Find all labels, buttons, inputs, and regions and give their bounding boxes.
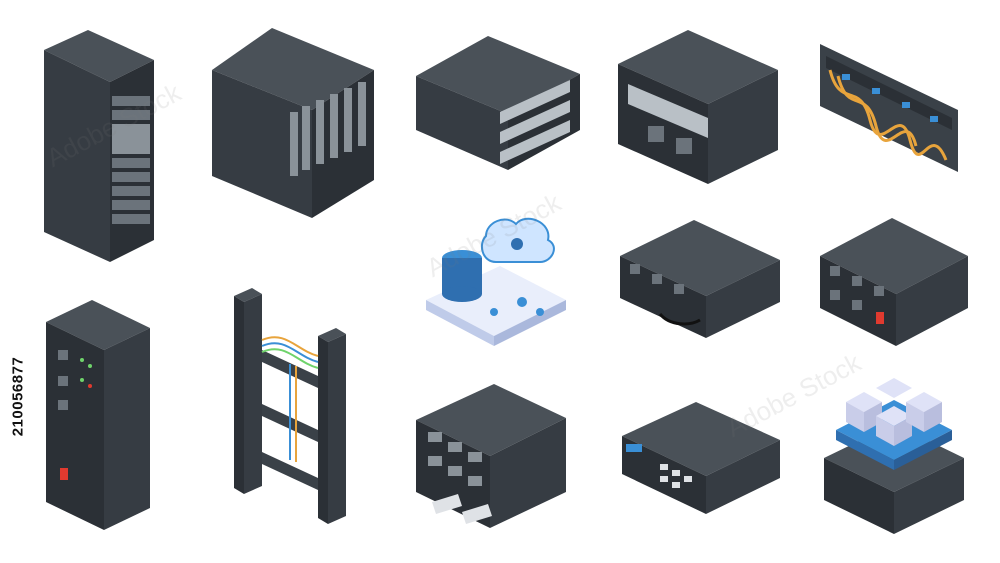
storage-array-icon xyxy=(416,384,566,528)
core-router-chassis-icon xyxy=(618,30,778,184)
open-frame-cable-rack-icon xyxy=(234,288,346,524)
blade-server-chassis-icon xyxy=(212,28,374,218)
power-distribution-unit-icon xyxy=(620,220,780,338)
fiber-patch-panel-icon xyxy=(820,44,958,172)
power-outlet-box-icon xyxy=(820,218,968,346)
network-cabinet-icon xyxy=(46,300,150,530)
virtual-machine-server-icon xyxy=(824,378,964,534)
stock-id-label: 210056877 xyxy=(8,316,28,476)
network-switch-stack-icon xyxy=(416,36,580,170)
ethernet-switch-icon xyxy=(622,402,780,514)
server-rack-tower-icon xyxy=(44,30,154,262)
stock-id-text: 210056877 xyxy=(9,356,27,436)
cloud-database-icon xyxy=(426,217,566,346)
